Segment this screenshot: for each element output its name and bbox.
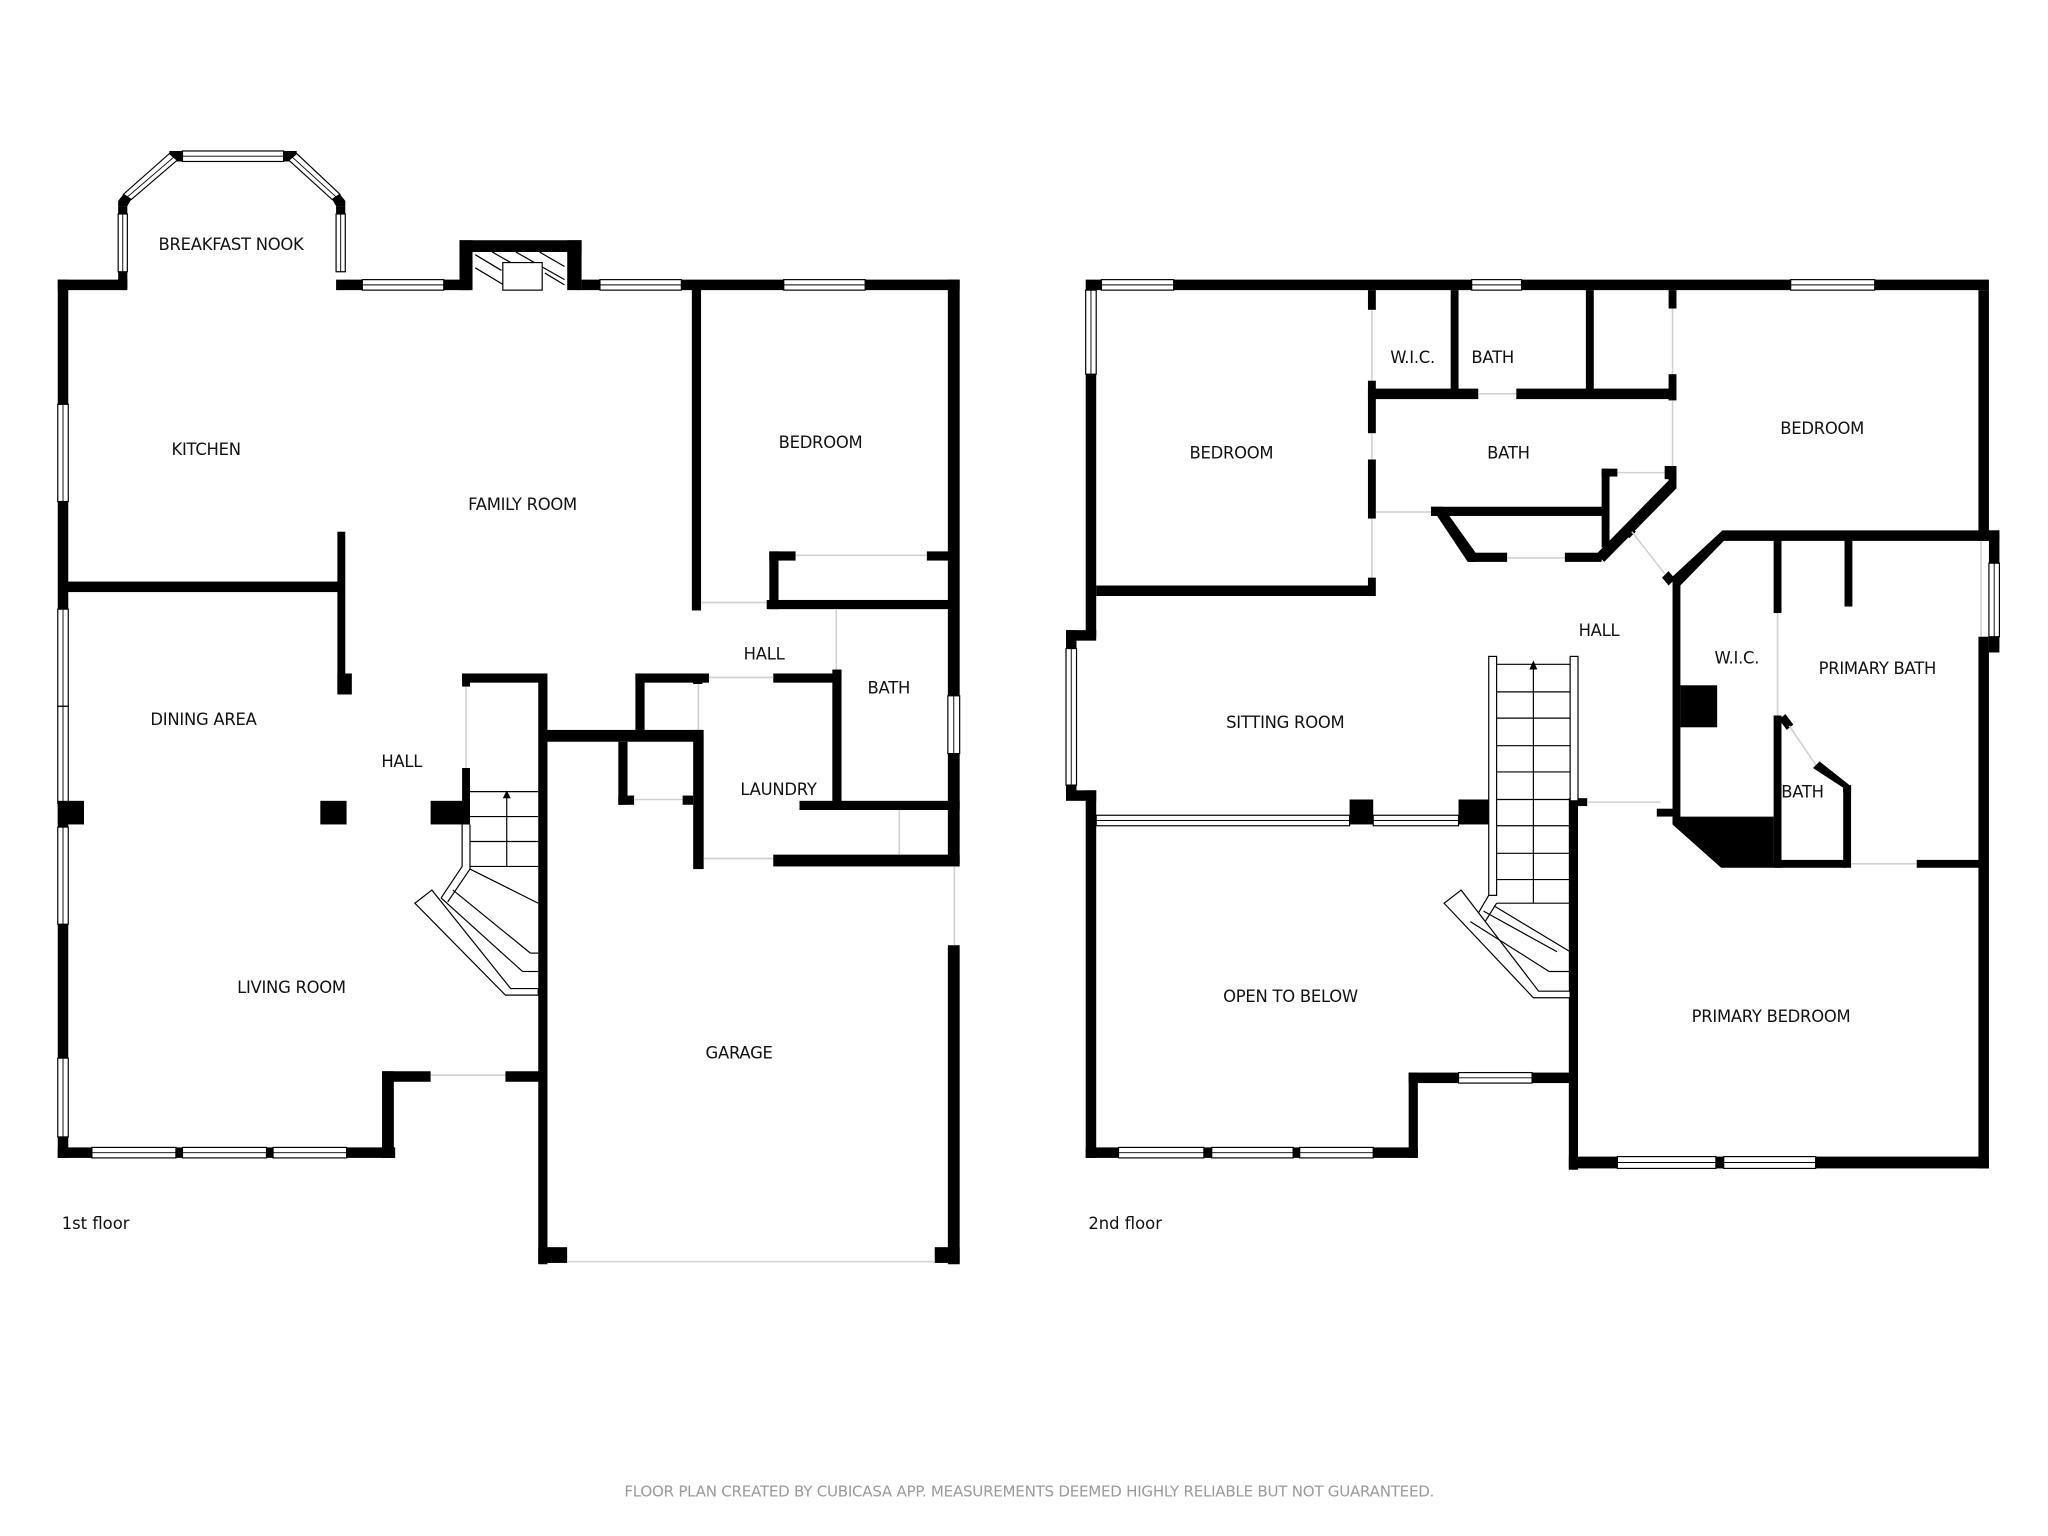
column bbox=[1680, 685, 1718, 728]
floor-label-first: 1st floor bbox=[62, 1214, 130, 1233]
arrow-up-icon bbox=[1529, 660, 1538, 670]
room-label-bedroom: BEDROOM bbox=[779, 433, 863, 452]
room-label-garage: GARAGE bbox=[706, 1044, 773, 1063]
room-label-primary-bath: PRIMARY BATH bbox=[1819, 659, 1937, 678]
room-label-hall: HALL bbox=[744, 645, 786, 664]
room-label-primary-bedroom: PRIMARY BEDROOM bbox=[1692, 1007, 1851, 1026]
footer-disclaimer: FLOOR PLAN CREATED BY CUBICASA APP. MEAS… bbox=[624, 1483, 1434, 1501]
room-label-bedroom: BEDROOM bbox=[1780, 419, 1864, 438]
room-label-hall: HALL bbox=[1579, 621, 1621, 640]
fireplace-icon bbox=[459, 240, 582, 291]
room-label-bath: BATH bbox=[868, 679, 911, 698]
room-label-kitchen: KITCHEN bbox=[171, 440, 240, 459]
column bbox=[320, 800, 347, 825]
room-label-laundry: LAUNDRY bbox=[740, 780, 817, 799]
column bbox=[430, 800, 470, 825]
arrow-up-icon bbox=[502, 790, 511, 799]
room-label-living-room: LIVING ROOM bbox=[237, 978, 346, 997]
room-label-wic: W.I.C. bbox=[1715, 649, 1760, 668]
staircase bbox=[413, 790, 539, 996]
breakfast-nook-bay bbox=[117, 150, 346, 289]
room-label-sitting-room: SITTING ROOM bbox=[1226, 713, 1344, 732]
room-label-open-to-below: OPEN TO BELOW bbox=[1223, 987, 1358, 1006]
staircase bbox=[1443, 655, 1579, 999]
room-label-breakfast-nook: BREAKFAST NOOK bbox=[159, 235, 305, 254]
room-label-bath: BATH bbox=[1487, 444, 1530, 463]
room-label-hall: HALL bbox=[381, 752, 423, 771]
room-label-family-room: FAMILY ROOM bbox=[468, 495, 577, 514]
room-label-wic: W.I.C. bbox=[1390, 348, 1435, 367]
room-labels: BREAKFAST NOOK KITCHEN FAMILY ROOM BEDRO… bbox=[62, 235, 1937, 1501]
second-floor bbox=[1065, 279, 2001, 1170]
room-label-bedroom: BEDROOM bbox=[1190, 444, 1274, 463]
room-label-bath: BATH bbox=[1471, 348, 1514, 367]
room-label-dining-area: DINING AREA bbox=[150, 710, 257, 729]
first-floor bbox=[57, 150, 961, 1265]
room-label-bath: BATH bbox=[1781, 782, 1824, 801]
floor-label-second: 2nd floor bbox=[1088, 1214, 1162, 1233]
